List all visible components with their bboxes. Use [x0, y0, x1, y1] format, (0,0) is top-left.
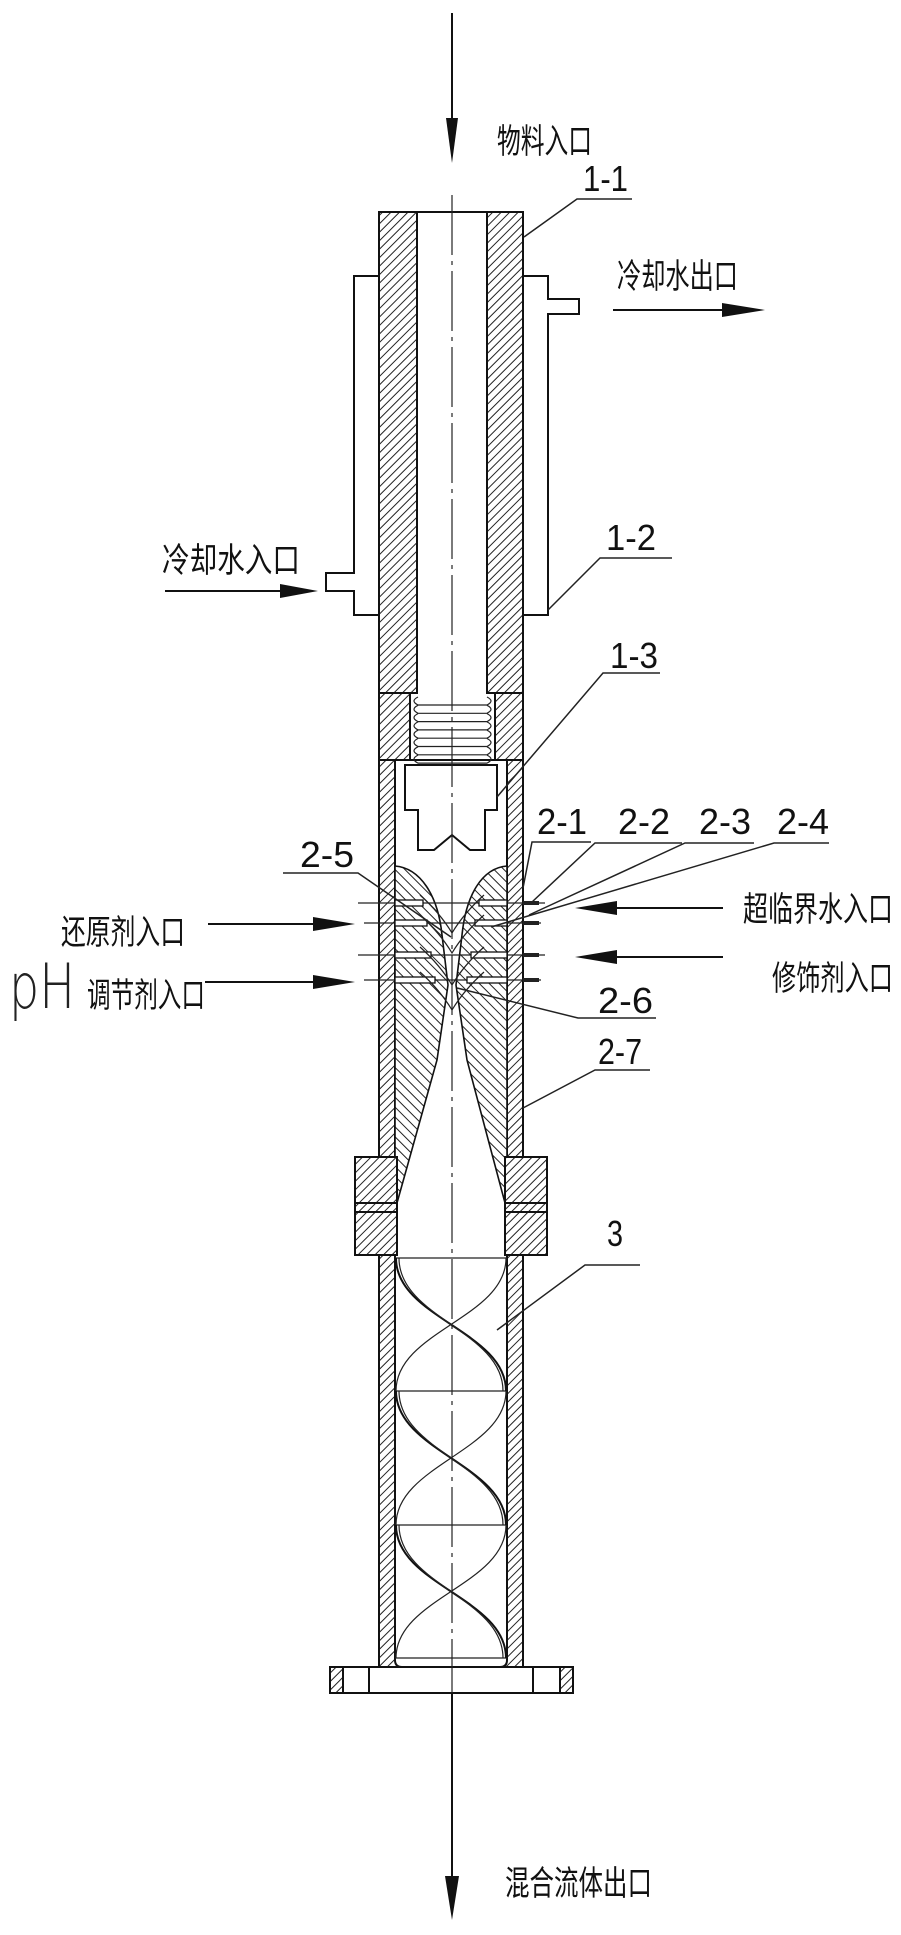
material-inlet-arrow — [446, 13, 458, 163]
reductant-inlet-arrow — [208, 917, 355, 931]
mixer-blade-curve — [395, 1524, 507, 1659]
injection-channel-left — [394, 951, 432, 959]
mixed-fluid-outlet-arrow — [445, 1693, 459, 1920]
part-label-2-2: 2-2 — [618, 801, 670, 842]
injection-channel-right — [466, 976, 508, 984]
nozzle — [404, 764, 498, 851]
part-label-3: 3 — [607, 1213, 623, 1254]
mixed-fluid-outlet-label: 混合流体出口 — [505, 1864, 652, 1904]
part-label-2-5: 2-5 — [300, 834, 354, 875]
part-label-2-7: 2-7 — [598, 1031, 642, 1072]
cooling-water-inlet-label: 冷却水入口 — [162, 541, 300, 581]
mixer-blade-curve — [395, 1257, 507, 1392]
cooling-water-outlet-label: 冷却水出口 — [617, 257, 738, 297]
mixer-body-left — [394, 865, 449, 1204]
part-label-1-3: 1-3 — [610, 635, 658, 676]
ph-regulator-inlet-label: 调节剂入口 — [87, 976, 205, 1016]
injection-pipe-stub — [523, 901, 539, 905]
modifier-inlet-arrow — [575, 950, 723, 964]
supercritical-water-inlet-label: 超临界水入口 — [743, 890, 893, 930]
lower-tube-right-wall — [499, 1254, 524, 1668]
material-inlet-label: 物料入口 — [497, 122, 592, 162]
injection-channel-left — [394, 899, 424, 907]
part-label-2-3: 2-3 — [699, 801, 751, 842]
cooling-water-inlet-arrow — [165, 584, 318, 598]
flange-right — [504, 1156, 548, 1256]
supercritical-water-inlet-arrow — [575, 901, 723, 915]
part-label-2-6: 2-6 — [598, 980, 653, 1021]
part-label-1-1: 1-1 — [583, 158, 628, 199]
injection-pipe-stub — [523, 978, 539, 982]
outer-tube-left-wall — [378, 759, 396, 1158]
cooling-water-outlet-arrow — [613, 303, 765, 317]
thread-ring — [413, 704, 492, 714]
leader-lines — [283, 198, 829, 1331]
ph-label: pH — [9, 950, 75, 1023]
outer-tube-right-wall — [506, 759, 524, 1158]
part-label-1-2: 1-2 — [606, 517, 656, 558]
cooling-jacket-left — [325, 275, 379, 616]
thread-ring — [413, 713, 492, 723]
cooling-jacket-right — [523, 275, 580, 616]
feed-tube — [378, 211, 524, 761]
mixer-blade-curve — [395, 1390, 507, 1526]
lower-tube-left-wall — [378, 1254, 403, 1668]
injection-channel-right — [470, 951, 508, 959]
injection-channel-left — [394, 976, 436, 984]
part-label-2-4: 2-4 — [777, 801, 829, 842]
injection-channel-right — [478, 899, 508, 907]
injection-channel-left — [394, 919, 428, 927]
ph-regulator-inlet-arrow — [205, 975, 355, 989]
reductant-inlet-label: 还原剂入口 — [61, 913, 185, 953]
injection-pipe-stub — [523, 921, 539, 925]
mixer-body-right — [455, 865, 508, 1204]
flow-guide-curve — [419, 914, 485, 955]
flange-left — [354, 1156, 398, 1256]
part-label-2-1: 2-1 — [537, 801, 587, 842]
injection-pipe-stub — [523, 953, 539, 957]
modifier-inlet-label: 修饰剂入口 — [772, 959, 893, 999]
static-mixer — [395, 1257, 507, 1659]
